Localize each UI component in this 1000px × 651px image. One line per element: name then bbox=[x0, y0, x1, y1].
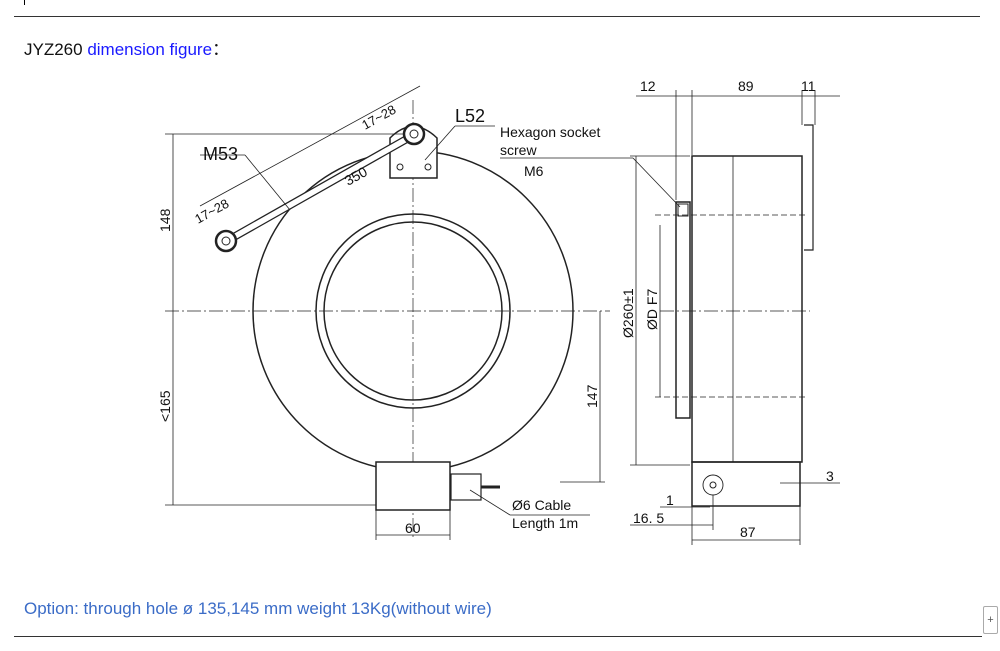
text-cursor bbox=[24, 0, 25, 5]
front-dimensions bbox=[165, 85, 681, 540]
heading-colon: ： bbox=[212, 40, 230, 59]
dim-rod-length: 350 bbox=[342, 163, 370, 188]
dim-flange: 12 bbox=[640, 78, 656, 94]
label-rod: M53 bbox=[203, 144, 238, 164]
cable-gland bbox=[450, 473, 482, 501]
rod-end-bottom bbox=[214, 229, 238, 253]
dim-upper-height: 148 bbox=[157, 208, 173, 232]
dim-outer-diameter: Ø260±1 bbox=[620, 288, 636, 338]
expand-button[interactable]: + bbox=[983, 606, 998, 634]
dim-body: 89 bbox=[738, 78, 754, 94]
dim-bore: ØD F7 bbox=[644, 289, 660, 330]
side-bottom-block bbox=[691, 461, 801, 507]
dim-gap: 3 bbox=[826, 468, 834, 484]
bracket-hole bbox=[424, 163, 432, 171]
dim-rod-end-bottom: 17~28 bbox=[192, 196, 231, 227]
label-cable-length: Length 1m bbox=[512, 515, 578, 531]
side-arm bbox=[804, 124, 814, 251]
model-name: JYZ260 bbox=[24, 40, 83, 59]
dim-base: 87 bbox=[740, 524, 756, 540]
dim-rod-end-top: 17~28 bbox=[359, 102, 398, 133]
dim-arm: 11 bbox=[801, 78, 816, 94]
bracket-hole bbox=[396, 163, 404, 171]
divider-bottom bbox=[14, 636, 982, 637]
option-text: Option: through hole ø 135,145 mm weight… bbox=[24, 599, 492, 618]
dim-bottom-width: 60 bbox=[405, 520, 421, 536]
dim-lower-height: <165 bbox=[157, 390, 173, 422]
dim-step: 1 bbox=[666, 492, 674, 508]
label-screw-2: screw bbox=[500, 142, 537, 158]
side-view: 12 89 11 Ø260±1 ØD F7 3 1 16. 5 87 bbox=[620, 78, 840, 545]
rod-end-top bbox=[402, 122, 426, 146]
heading-title: dimension figure bbox=[82, 40, 213, 59]
side-dimensions bbox=[630, 90, 840, 545]
bottom-block bbox=[375, 461, 451, 511]
label-bracket: L52 bbox=[455, 106, 485, 126]
label-cable: Ø6 Cable bbox=[512, 497, 571, 513]
label-screw-size: M6 bbox=[524, 163, 544, 179]
dim-offset: 16. 5 bbox=[633, 510, 664, 526]
dim-right-height: 147 bbox=[584, 384, 600, 408]
label-screw: Hexagon socket bbox=[500, 124, 601, 140]
dimension-figure: 350 17~28 17~28 M53 L52 Hexagon socket s… bbox=[157, 78, 840, 545]
hex-screw-icon bbox=[677, 203, 689, 217]
section-heading: JYZ260 dimension figure： bbox=[24, 35, 229, 60]
side-flange bbox=[675, 201, 691, 419]
side-body bbox=[691, 155, 803, 463]
front-view: 350 17~28 17~28 M53 L52 Hexagon socket s… bbox=[157, 85, 681, 540]
divider-top bbox=[14, 16, 980, 17]
